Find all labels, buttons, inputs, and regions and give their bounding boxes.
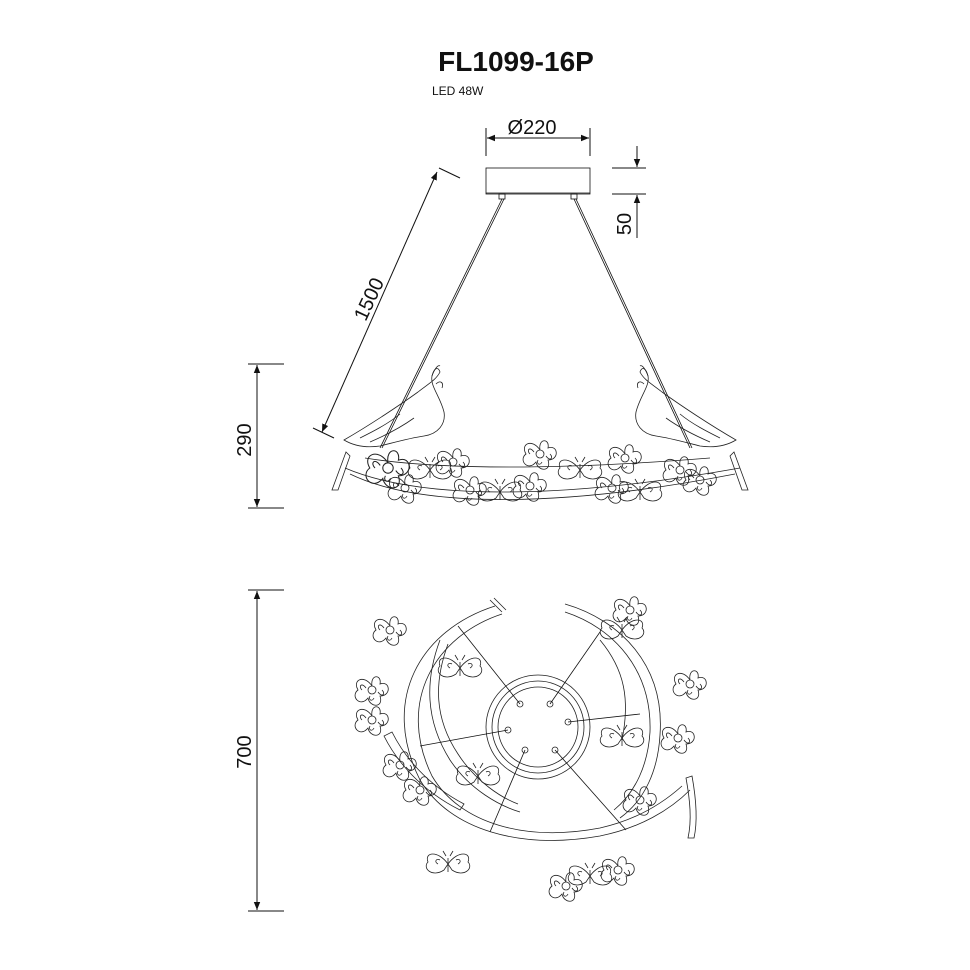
parrot-bottom-left	[383, 731, 465, 811]
fixture-side-view	[331, 365, 749, 506]
parrot-bottom-right	[685, 775, 697, 839]
canopy	[485, 167, 591, 200]
parrot-left	[331, 365, 445, 491]
dimension-body-diameter: 700	[234, 589, 284, 912]
dimension-canopy-height: 50	[612, 146, 646, 238]
center-plate-outer	[485, 674, 591, 780]
canopy-height-label: 50	[614, 213, 636, 235]
power-rating: LED 48W	[432, 84, 484, 98]
cable-length-label: 1500	[350, 275, 389, 325]
suspension-cables	[379, 198, 693, 449]
dimension-body-height: 290	[234, 363, 284, 509]
dimension-cable-length: 1500	[312, 167, 461, 439]
parrot-right	[635, 365, 749, 491]
body-height-label: 290	[234, 423, 256, 456]
model-title: FL1099-16P	[438, 46, 594, 77]
center-plate-inner	[497, 686, 579, 768]
body-diameter-label: 700	[234, 735, 256, 768]
dimension-canopy-diameter: Ø220	[485, 117, 591, 156]
fixture-bottom-view	[354, 596, 707, 902]
canopy-body	[485, 167, 591, 195]
canopy-diameter-label: Ø220	[508, 117, 557, 139]
